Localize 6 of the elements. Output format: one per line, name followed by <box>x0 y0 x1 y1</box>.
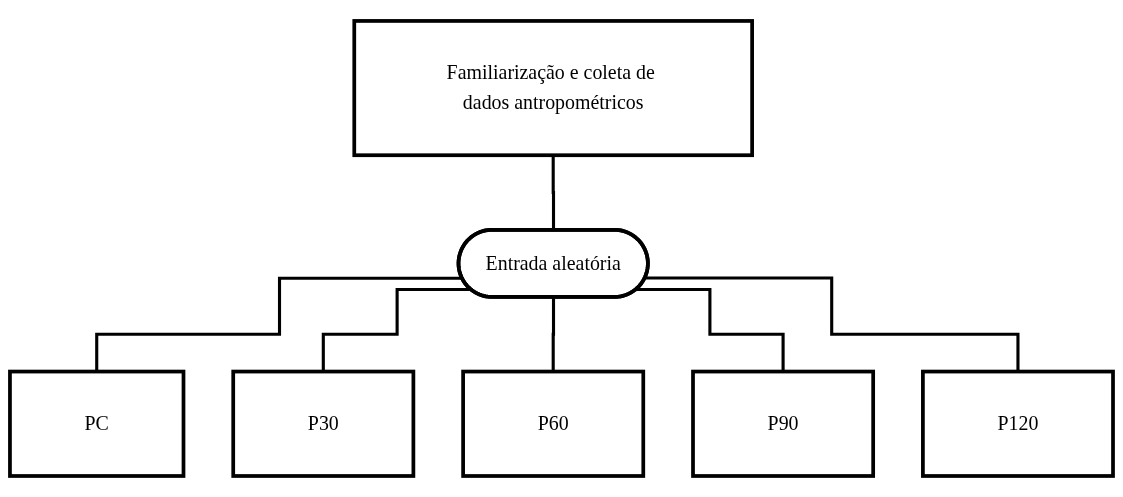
node-box: P90 <box>691 369 876 478</box>
node-box: P30 <box>231 369 416 478</box>
node-box: PC <box>8 369 186 478</box>
node-box: Familiarização e coleta de dados antropométricos <box>352 19 754 158</box>
node-box: P60 <box>461 369 646 478</box>
node-box: P120 <box>921 369 1115 478</box>
